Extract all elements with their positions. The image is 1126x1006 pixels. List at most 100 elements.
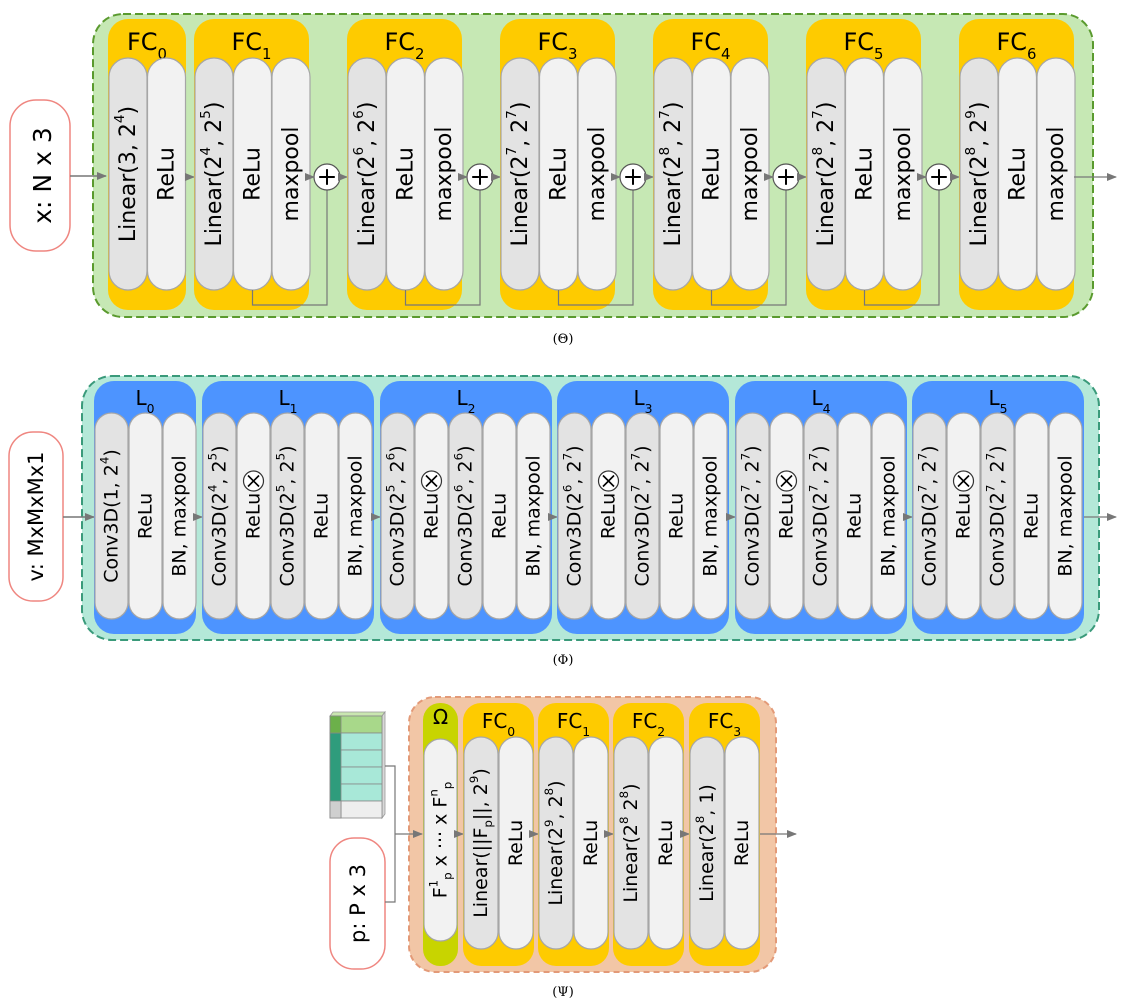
feature-grid-icon xyxy=(329,710,386,820)
layer-label: ReLu xyxy=(953,493,975,539)
skip-connection xyxy=(404,190,481,306)
layer-label: Linear(28, 27) xyxy=(657,102,686,247)
multiply-icon xyxy=(952,470,975,492)
layer-label: Conv3D(1, 24) xyxy=(98,449,123,583)
layer-label: ReLu xyxy=(852,147,877,201)
layer-label: ReLu xyxy=(776,493,798,539)
psi-merge-line xyxy=(385,765,396,903)
layer-label: maxpool xyxy=(1044,127,1069,222)
layer-label: ReLu xyxy=(421,493,443,539)
block-title: FC2 xyxy=(384,28,424,63)
layer-pill xyxy=(1036,57,1076,291)
layer-label: Conv3D(26, 27) xyxy=(561,446,586,587)
layer-pill xyxy=(837,412,872,620)
psi-input-label: p: P x 3 xyxy=(346,864,370,943)
block-title: FC6 xyxy=(996,28,1036,63)
omega-title: Ω xyxy=(433,705,448,729)
layer-label: ReLu xyxy=(240,147,265,201)
layer-label: BN, maxpool xyxy=(878,455,900,576)
layer-pill xyxy=(463,736,499,950)
layer-pill xyxy=(538,736,574,950)
layer-pill xyxy=(724,736,760,950)
layer-label: BN, maxpool xyxy=(169,455,191,576)
layer-label: ReLu xyxy=(489,493,511,539)
layer-pill xyxy=(380,412,415,620)
layer-pill xyxy=(423,738,458,942)
layer-pill xyxy=(613,736,649,950)
layer-label: Linear(||Fp||, 29) xyxy=(467,768,495,918)
multiply-icon xyxy=(242,470,265,492)
layer-label: Linear(28, 1) xyxy=(693,784,718,902)
layer-label: maxpool xyxy=(585,127,610,222)
layer-label: ReLu xyxy=(580,820,602,866)
block-title: L2 xyxy=(456,386,475,416)
block-title: FC1 xyxy=(557,709,590,739)
layer-label: ReLu xyxy=(393,147,418,201)
layer-pill xyxy=(202,412,237,620)
layer-label: Linear(26, 26) xyxy=(351,102,380,247)
layer-label: Conv3D(25, 25) xyxy=(274,446,299,587)
skip-connection xyxy=(710,190,787,306)
layer-pill xyxy=(648,736,684,950)
block-title: FC0 xyxy=(127,28,167,63)
psi-caption: (Ψ) xyxy=(552,985,574,1000)
layer-label: ReLu xyxy=(1021,493,1043,539)
layer-label: Linear(28, 27) xyxy=(810,102,839,247)
layer-label: Linear(24, 25) xyxy=(198,102,227,247)
layer-pill xyxy=(498,736,534,950)
layer-label: Conv3D(27, 27) xyxy=(629,446,654,587)
layer-pill xyxy=(236,412,271,620)
skip-connection xyxy=(557,190,634,306)
layer-label: BN, maxpool xyxy=(700,455,722,576)
phi-input-label: v: MxMxMx1 xyxy=(24,451,48,581)
layer-label: ReLu xyxy=(243,493,265,539)
layer-pill xyxy=(448,412,483,620)
layer-pill xyxy=(270,412,305,620)
layer-pill xyxy=(482,412,517,620)
block-title: L1 xyxy=(278,386,297,416)
block-title: FC0 xyxy=(482,709,515,739)
layer-label: Conv3D(25, 26) xyxy=(384,446,409,587)
layer-label: maxpool xyxy=(738,127,763,222)
theta-input-label: x: N x 3 xyxy=(28,127,57,223)
add-icon xyxy=(619,163,647,191)
add-icon xyxy=(925,163,953,191)
layer-pill xyxy=(980,412,1015,620)
block-title: FC1 xyxy=(231,28,271,63)
layer-label: BN, maxpool xyxy=(345,455,367,576)
block-title: FC3 xyxy=(537,28,577,63)
layer-label: Conv3D(27, 27) xyxy=(739,446,764,587)
layer-pill xyxy=(414,412,449,620)
multiply-icon xyxy=(775,470,798,492)
layer-label: maxpool xyxy=(432,127,457,222)
layer-label: Linear(27, 27) xyxy=(504,102,533,247)
layer-pill xyxy=(912,412,947,620)
layer-pill xyxy=(94,412,129,620)
block-title: L4 xyxy=(811,386,830,416)
multiply-icon xyxy=(420,470,443,492)
psi-input-box xyxy=(329,837,386,970)
block-title: L5 xyxy=(988,386,1007,416)
layer-label: ReLu xyxy=(598,493,620,539)
skip-connection xyxy=(863,190,940,306)
layer-pill xyxy=(659,412,694,620)
add-icon xyxy=(772,163,800,191)
block-title: FC3 xyxy=(708,709,741,739)
layer-label: ReLu xyxy=(135,493,157,539)
layer-pill xyxy=(573,736,609,950)
layer-pill xyxy=(689,736,725,950)
